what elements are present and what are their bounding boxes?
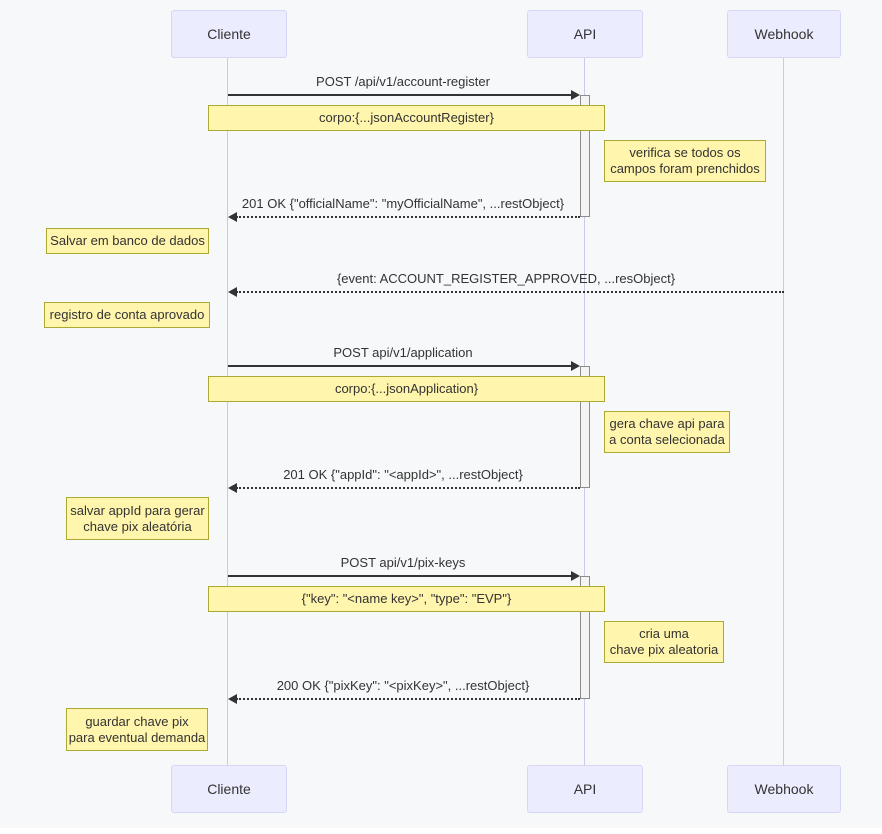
note-salvar-appid: salvar appId para gerar chave pix aleató… <box>66 497 209 540</box>
message-label: {event: ACCOUNT_REGISTER_APPROVED, ...re… <box>336 271 676 286</box>
actor-webhook-label: Webhook <box>754 26 814 42</box>
message-line <box>228 365 572 367</box>
message-line <box>236 698 580 700</box>
note-cria-chave-pix: cria uma chave pix aleatoria <box>604 621 724 663</box>
actor-api-label: API <box>573 26 597 42</box>
arrowhead-left-icon <box>228 483 237 493</box>
lifeline-cliente <box>227 58 228 765</box>
note-key-evp: {"key": "<name key>", "type": "EVP"} <box>208 586 605 612</box>
activation-bar-api-1 <box>580 95 590 217</box>
actor-webhook-bottom: Webhook <box>727 765 841 813</box>
arrowhead-left-icon <box>228 212 237 222</box>
actor-cliente-bottom: Cliente <box>171 765 287 813</box>
arrowhead-right-icon <box>571 571 580 581</box>
actor-api-bottom: API <box>527 765 643 813</box>
note-verifica-campos: verifica se todos os campos foram prench… <box>604 140 766 182</box>
note-corpo-application: corpo:{...jsonApplication} <box>208 376 605 402</box>
actor-webhook-label: Webhook <box>754 781 814 797</box>
message-line <box>228 94 572 96</box>
activation-bar-api-3 <box>580 576 590 699</box>
actor-api-top: API <box>527 10 643 58</box>
actor-api-label: API <box>573 781 597 797</box>
message-label: 201 OK {"officialName": "myOfficialName"… <box>241 196 565 211</box>
note-corpo-account-register: corpo:{...jsonAccountRegister} <box>208 105 605 131</box>
note-gera-chave-api: gera chave api para a conta selecionada <box>604 411 730 453</box>
message-label: 200 OK {"pixKey": "<pixKey>", ...restObj… <box>276 678 530 693</box>
message-line <box>236 216 580 218</box>
message-line <box>236 487 580 489</box>
message-label: 201 OK {"appId": "<appId>", ...restObjec… <box>283 467 523 482</box>
arrowhead-left-icon <box>228 287 237 297</box>
note-guardar-chave-pix: guardar chave pix para eventual demanda <box>66 708 208 751</box>
actor-cliente-label: Cliente <box>207 26 251 42</box>
arrowhead-left-icon <box>228 694 237 704</box>
message-label: POST api/v1/application <box>333 345 473 360</box>
actor-cliente-label: Cliente <box>207 781 251 797</box>
arrowhead-right-icon <box>571 361 580 371</box>
message-line <box>228 575 572 577</box>
lifeline-webhook <box>783 58 784 765</box>
note-registro-aprovado: registro de conta aprovado <box>44 302 210 328</box>
message-label: POST api/v1/pix-keys <box>340 555 466 570</box>
message-line <box>236 291 784 293</box>
activation-bar-api-2 <box>580 366 590 488</box>
actor-cliente-top: Cliente <box>171 10 287 58</box>
arrowhead-right-icon <box>571 90 580 100</box>
note-salvar-banco: Salvar em banco de dados <box>46 228 209 254</box>
actor-webhook-top: Webhook <box>727 10 841 58</box>
message-label: POST /api/v1/account-register <box>316 74 490 89</box>
